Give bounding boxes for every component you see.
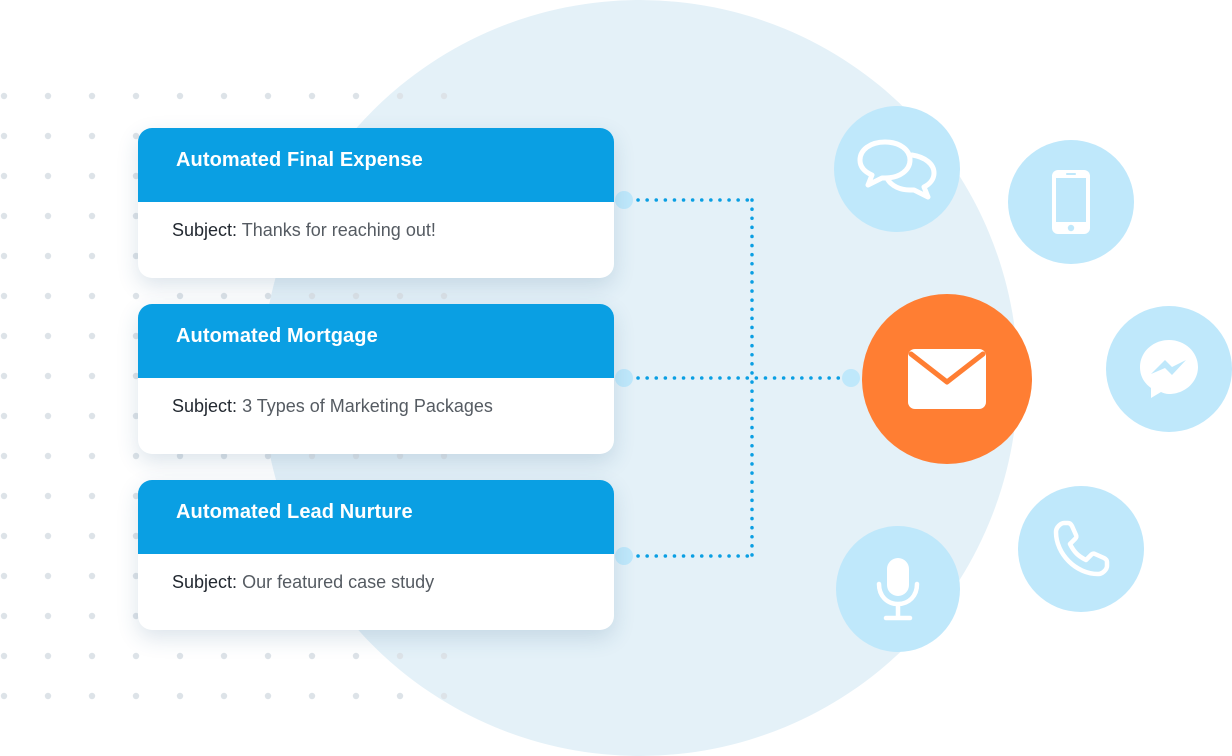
campaign-card-mortgage[interactable]: Automated Mortgage Subject: 3 Types of M… [138, 304, 614, 454]
subject-label: Subject: [172, 220, 238, 240]
campaign-subject: Subject: Our featured case study [138, 554, 614, 593]
phone-channel[interactable] [1018, 486, 1144, 612]
mobile-phone-icon [1052, 170, 1090, 234]
subject-label: Subject: [172, 572, 238, 592]
mobile-channel[interactable] [1008, 140, 1134, 264]
microphone-icon [876, 558, 920, 621]
subject-value: Our featured case study [242, 572, 435, 592]
messenger-channel[interactable] [1106, 306, 1232, 432]
voice-channel[interactable] [836, 526, 960, 652]
phone-call-icon [1053, 520, 1110, 577]
connector-lines [636, 198, 842, 558]
campaign-subject: Subject: 3 Types of Marketing Packages [138, 378, 614, 417]
messenger-icon [1140, 340, 1198, 398]
chat-channel[interactable] [834, 106, 960, 232]
connector-endpoints [615, 191, 860, 565]
campaign-title: Automated Final Expense [138, 128, 614, 202]
campaign-title: Automated Mortgage [138, 304, 614, 378]
email-channel-hub[interactable] [862, 294, 1032, 464]
campaign-card-lead-nurture[interactable]: Automated Lead Nurture Subject: Our feat… [138, 480, 614, 630]
campaign-title: Automated Lead Nurture [138, 480, 614, 554]
campaign-card-final-expense[interactable]: Automated Final Expense Subject: Thanks … [138, 128, 614, 278]
subject-label: Subject: [172, 396, 238, 416]
email-icon [908, 349, 986, 409]
chat-icon [857, 139, 937, 200]
subject-value: 3 Types of Marketing Packages [242, 396, 493, 416]
campaign-subject: Subject: Thanks for reaching out! [138, 202, 614, 241]
subject-value: Thanks for reaching out! [241, 220, 436, 240]
